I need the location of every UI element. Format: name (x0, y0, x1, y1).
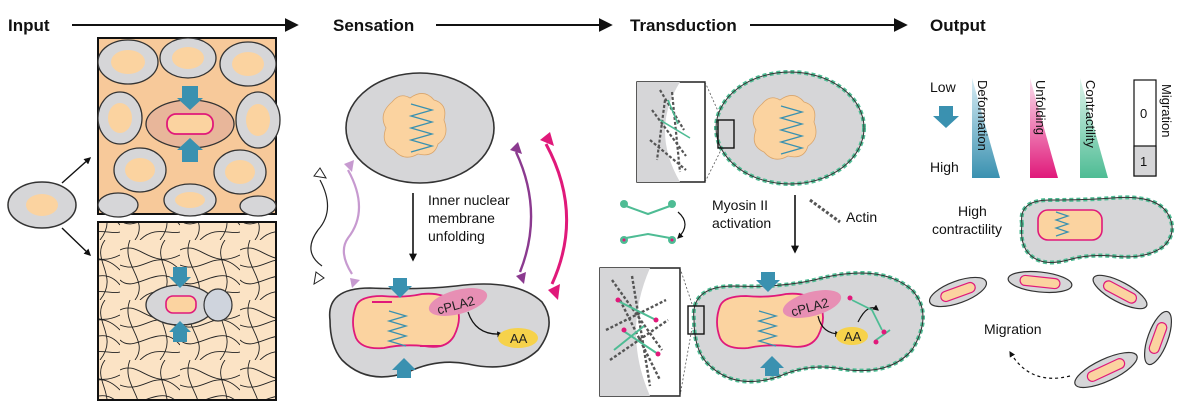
header-sensation: Sensation (333, 16, 414, 35)
migration-scale-zero: 0 (1140, 106, 1147, 121)
matrix-confinement-box (97, 221, 277, 401)
aa-blob (498, 328, 538, 348)
branch-arrow (61, 227, 92, 256)
deformation-arrow-icon (933, 106, 959, 128)
chromatin-spring (756, 310, 779, 347)
contractility-wedge (1080, 78, 1108, 178)
myosin-icons (620, 200, 686, 244)
sensation-panel: Inner nuclear membrane unfolding (310, 72, 569, 378)
compression-arrow-icon (392, 358, 416, 378)
legend-low-label: Low (930, 79, 957, 95)
process-arrow (467, 311, 504, 338)
unfolding-label: Unfolding (1033, 80, 1048, 135)
actin-label: Actin (846, 209, 877, 225)
migration-scale-one: 1 (1140, 154, 1147, 169)
deformed-cell: cPLA2 AA (328, 278, 550, 378)
compression-arrow-icon (760, 356, 784, 376)
deformation-wedge (972, 78, 1000, 178)
cortex-zoom-box (636, 81, 723, 183)
header-transduction: Transduction (630, 16, 737, 35)
output-panel: Low High Deformation Unfolding Contracti… (928, 78, 1175, 389)
header-input: Input (8, 16, 50, 35)
header-output: Output (930, 16, 986, 35)
tissue-confinement-box (97, 37, 281, 218)
cpla2-blob (782, 290, 842, 318)
myosin-label-line1: Myosin II (712, 197, 768, 213)
chromatin-spring (408, 103, 435, 153)
undeformed-cell (345, 72, 495, 184)
inm-label-line3: unfolding (428, 228, 485, 244)
aa-blob (836, 327, 868, 345)
aa-label: AA (510, 331, 528, 346)
transduction-panel: Myosin II activation Actin cPLA2 (599, 70, 925, 397)
deformation-label: Deformation (975, 80, 990, 151)
migration-scale-label: Migration (1159, 84, 1174, 137)
migration-label: Migration (984, 321, 1042, 337)
inm-label-line1: Inner nuclear (428, 192, 510, 208)
compression-arrow-icon (177, 86, 203, 110)
contractile-zoom-box (599, 267, 693, 397)
compression-arrow-icon (756, 272, 780, 292)
header-row: Input Sensation Transduction Output (8, 16, 986, 35)
unfolding-wedge (1030, 78, 1058, 178)
contractile-deformed-cell: cPLA2 AA (687, 270, 925, 384)
compression-arrow-icon (169, 267, 191, 288)
migrating-cells (928, 270, 1173, 389)
aa-label: AA (844, 329, 862, 344)
cpla2-blob (428, 288, 488, 316)
input-panel (7, 37, 281, 401)
round-cell-cortex (714, 70, 866, 186)
high-contractility-line2: contractility (932, 221, 1002, 237)
contractility-label: Contractility (1083, 80, 1098, 148)
chromatin-spring (386, 310, 409, 347)
high-contractility-line1: High (958, 203, 987, 219)
migration-path-arrow (1009, 350, 1071, 379)
compression-arrow-icon (169, 321, 191, 342)
reversible-arrows (310, 132, 569, 300)
chromatin-spring (778, 105, 805, 155)
branch-arrow (61, 157, 92, 184)
migration-scale: 0 1 (1133, 79, 1157, 177)
high-contractility-cell (1019, 195, 1175, 265)
compression-arrow-icon (177, 138, 203, 162)
input-cell (7, 181, 77, 229)
actin-filament-icon (809, 198, 841, 224)
compression-arrow-icon (388, 278, 412, 298)
legend-high-label: High (930, 159, 959, 175)
inm-label-line2: membrane (428, 210, 495, 226)
myosin-label-line2: activation (712, 215, 771, 231)
